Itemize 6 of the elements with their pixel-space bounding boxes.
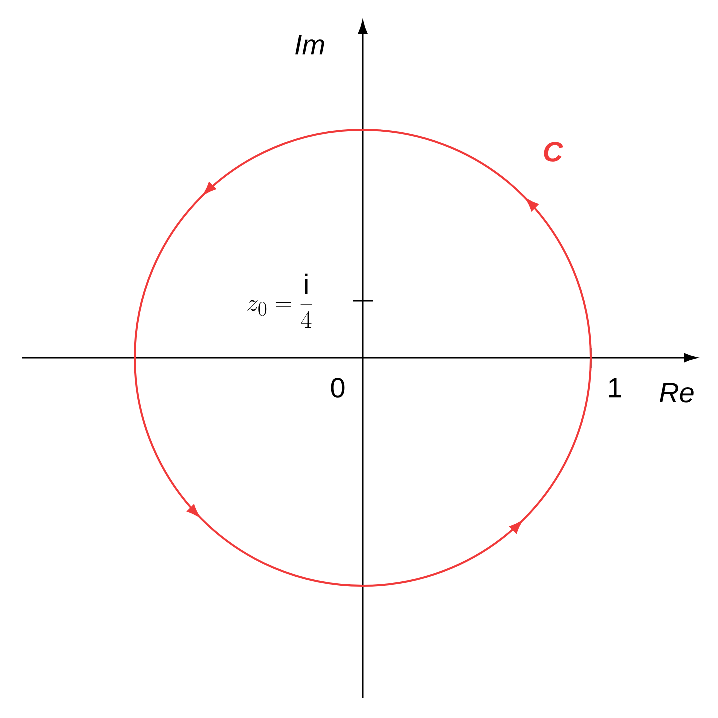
tick-label: 1 xyxy=(609,378,622,398)
axis-label: Im xyxy=(296,35,324,55)
curve-label: C xyxy=(544,142,564,162)
tick-label: 0 xyxy=(331,378,345,398)
axis-label: Re xyxy=(660,383,694,403)
formula-label: $z_0=\frac{\mathrm{i}}{4}$ xyxy=(248,274,312,328)
